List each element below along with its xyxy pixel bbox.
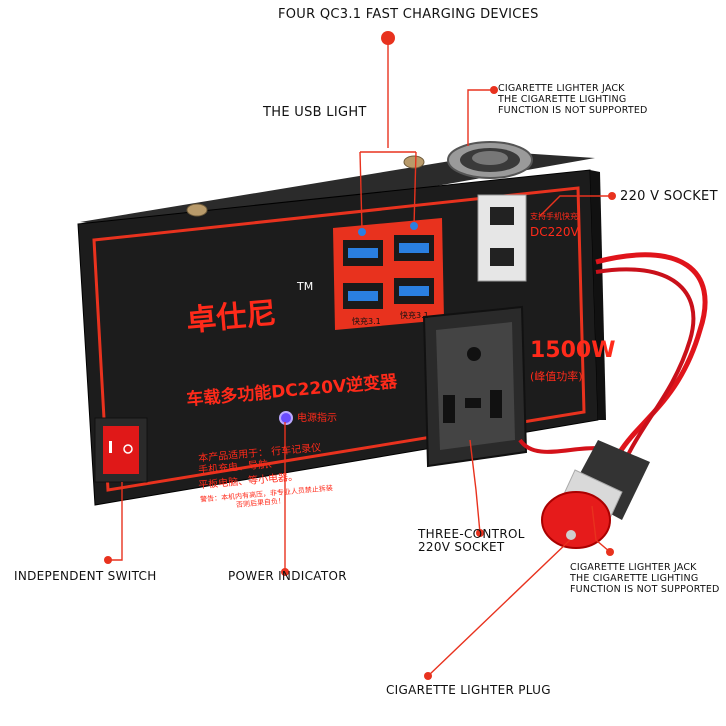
label-lighter-jack-bottom: CIGARETTE LIGHTER JACK THE CIGARETTE LIG… (570, 562, 720, 595)
socket-voltage: DC220V (530, 225, 579, 239)
lighter-jack-bottom-line-1: CIGARETTE LIGHTER JACK (570, 562, 697, 573)
line-lighter-bottom (591, 505, 611, 553)
red-frame (92, 186, 586, 492)
socket-220v (477, 194, 527, 282)
usb-ports (343, 235, 434, 309)
lighter-jack-top-line-3: FUNCTION IS NOT SUPPORTED (498, 105, 648, 116)
power-led (279, 411, 293, 425)
label-usb-light: THE USB LIGHT (263, 105, 367, 120)
usb-light-right (410, 222, 418, 230)
label-independent-switch: INDEPENDENT SWITCH (14, 569, 157, 583)
power-rating: 1500W (530, 338, 616, 363)
three-control-line-2: 220V SOCKET (418, 540, 505, 554)
line-lighter-top (467, 89, 494, 146)
lighter-jack-bottom-line-3: FUNCTION IS NOT SUPPORTED (570, 584, 720, 595)
lighter-jack-top-line-1: CIGARETTE LIGHTER JACK (498, 83, 625, 94)
usb-label-right: 快充3.1 (400, 311, 429, 320)
line-plug (427, 539, 571, 677)
label-lighter-plug: CIGARETTE LIGHTER PLUG (386, 683, 551, 697)
label-three-control: THREE-CONTROL 220V SOCKET (418, 528, 525, 554)
indicator-label: 电源指示 (297, 413, 337, 424)
screw-left (186, 203, 208, 217)
line-220v (539, 195, 612, 217)
socket-note: 支持手机快充 (530, 212, 578, 221)
lighter-jack-bottom-line-2: THE CIGARETTE LIGHTING (570, 573, 699, 584)
label-lighter-jack-top: CIGARETTE LIGHTER JACK THE CIGARETTE LIG… (498, 83, 648, 116)
line-switch (108, 482, 123, 561)
brand-trademark: TM (297, 280, 314, 293)
line-three-control (469, 439, 481, 534)
label-220v-socket: 220 V SOCKET (620, 189, 718, 204)
lighter-plug (541, 440, 650, 549)
power-cable (595, 252, 708, 454)
screw-right (403, 155, 425, 169)
usb-light-left (358, 228, 366, 236)
brand-name: 卓仕尼 (184, 296, 278, 339)
usb-label-left: 快充3.1 (352, 317, 381, 326)
label-power-indicator: POWER INDICATOR (228, 569, 347, 583)
dot-qc (381, 31, 395, 45)
power-note: (峰值功率) (530, 370, 583, 383)
label-qc-devices: FOUR QC3.1 FAST CHARGING DEVICES (278, 7, 539, 22)
three-control-line-1: THREE-CONTROL (418, 527, 525, 541)
lighter-jack-top-line-2: THE CIGARETTE LIGHTING (498, 94, 627, 105)
